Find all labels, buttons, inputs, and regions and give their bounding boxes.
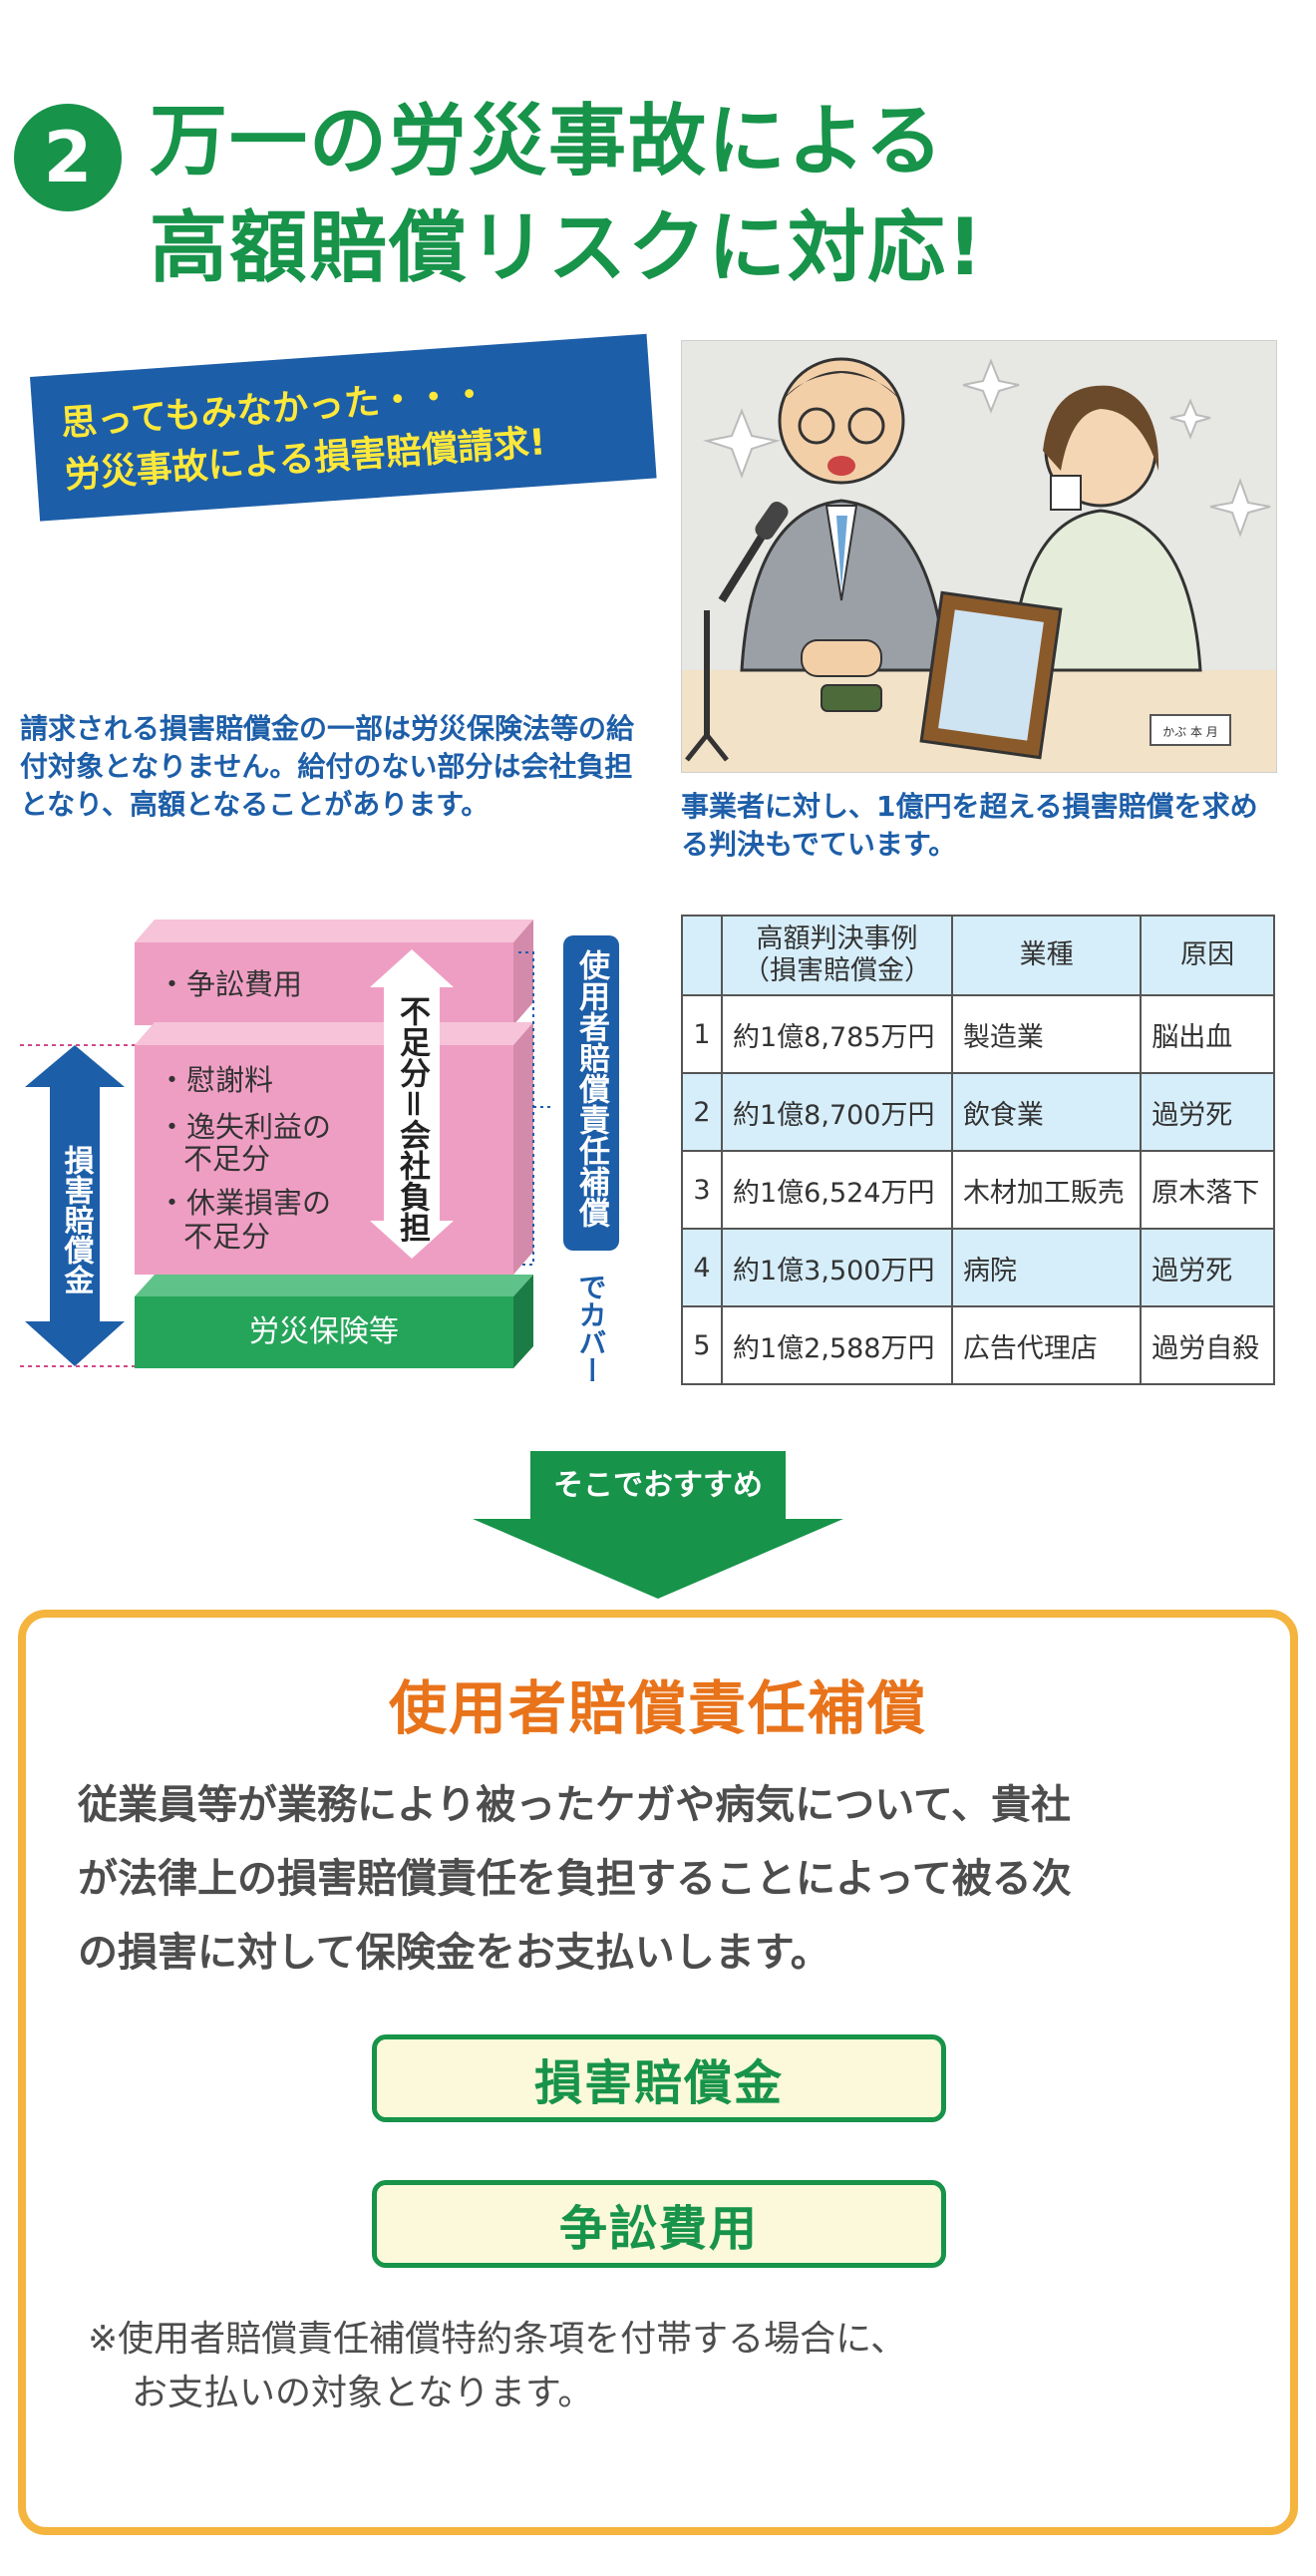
damages-range-arrow: [25, 1045, 125, 1366]
table-header-amount-line2: （損害賠償金）: [742, 955, 931, 986]
coverage-diagram: 損害賠償金 ・争訟費用 ・慰謝料 ・逸失利益の 不足分 ・休業損害の 不足分 不…: [20, 920, 619, 1381]
table-header-row: 高額判決事例 （損害賠償金） 業種 原因: [681, 915, 1275, 996]
table-row: 1 約1億8,785万円 製造業 脳出血: [681, 994, 1275, 1074]
nameplate-text: かぶ 本 月: [1162, 725, 1218, 739]
row-amount: 約1億8,700万円: [721, 1072, 953, 1152]
row-cause: 過労死: [1140, 1072, 1275, 1152]
row-cause: 脳出血: [1140, 994, 1275, 1074]
shortfall-label: 不足分＝会社負担: [394, 995, 431, 1243]
portrait-frame: [919, 590, 1063, 760]
litigation-cost-badge: 争訟費用: [372, 2180, 946, 2268]
row-amount: 約1億3,500万円: [721, 1228, 953, 1307]
row-industry: 病院: [950, 1228, 1143, 1307]
down-arrow-icon: [473, 1451, 843, 1599]
row-cause: 過労自殺: [1140, 1305, 1275, 1385]
footnote-line1: ※使用者賠償責任補償特約条項を付帯する場合に、: [88, 2319, 907, 2360]
description-line2: が法律上の損害賠償責任を負担することによって被る次: [78, 1856, 1072, 1902]
row-number: 2: [681, 1072, 723, 1152]
callout-banner: 思ってもみなかった・・・ 労災事故による損害賠償請求!: [30, 333, 657, 522]
row-industry: 木材加工販売: [950, 1150, 1143, 1230]
recommendation-title: 使用者賠償責任補償: [388, 1674, 927, 1742]
bottom-block-label: 労災保険等: [249, 1314, 399, 1349]
mid-item-3: 不足分: [183, 1142, 270, 1176]
table-header-index: [681, 915, 723, 996]
row-industry: 製造業: [950, 994, 1143, 1074]
microphone-icon: [685, 502, 789, 762]
mid-item-2: ・逸失利益の: [158, 1110, 331, 1144]
row-cause: 原木落下: [1140, 1150, 1275, 1230]
table-row: 4 約1億3,500万円 病院 過労死: [681, 1228, 1275, 1307]
row-cause: 過労死: [1140, 1228, 1275, 1307]
table-header-industry: 業種: [950, 915, 1143, 996]
coverage-pill: [563, 935, 619, 1251]
row-number: 4: [681, 1228, 723, 1307]
damages-coverage-badge: 損害賠償金: [372, 2034, 946, 2122]
row-industry: 飲食業: [950, 1072, 1143, 1152]
coverage-suffix: でカバー: [575, 1273, 608, 1381]
man-in-suit: [740, 357, 948, 677]
description-line3: の損害に対して保険金をお支払いします。: [78, 1930, 830, 1976]
damages-label: 損害賠償金: [59, 1145, 96, 1294]
coverage-label: 使用者賠償責任補償: [573, 949, 611, 1228]
row-amount: 約1億8,785万円: [721, 994, 953, 1074]
wallet-icon: [821, 684, 882, 712]
section-title-line1: 万一の労災事故による: [150, 97, 945, 186]
shortfall-arrow: [370, 949, 454, 1259]
row-amount: 約1億2,588万円: [721, 1305, 953, 1385]
top-block-label: ・争訟費用: [158, 967, 302, 1001]
row-number: 1: [681, 994, 723, 1074]
mid-item-1: ・慰謝料: [158, 1063, 273, 1097]
nameplate: [1150, 714, 1231, 746]
table-row: 3 約1億6,524万円 木材加工販売 原木落下: [681, 1150, 1275, 1230]
row-amount: 約1億6,524万円: [721, 1150, 953, 1230]
mid-item-4: ・休業損害の: [158, 1186, 331, 1220]
description-line1: 従業員等が業務により被ったケガや病気について、貴社: [78, 1782, 1071, 1828]
press-conference-illustration: かぶ 本 月: [681, 340, 1277, 773]
table-row: 2 約1億8,700万円 飲食業 過労死: [681, 1072, 1275, 1152]
judgement-cases-table: 高額判決事例 （損害賠償金） 業種 原因 1 約1億8,785万円 製造業 脳出…: [681, 915, 1275, 1385]
table-row: 5 約1億2,588万円 広告代理店 過労自殺: [681, 1305, 1275, 1385]
row-number: 3: [681, 1150, 723, 1230]
mid-item-5: 不足分: [183, 1220, 270, 1254]
right-explanation: 事業者に対し、1億円を超える損害賠償を求める判決もでています。: [681, 790, 1258, 861]
table-header-amount-line1: 高額判決事例: [756, 923, 918, 954]
recommend-arrow-label: そこでおすすめ: [553, 1468, 763, 1503]
camera-flash-icon: [703, 358, 1271, 538]
row-number: 5: [681, 1305, 723, 1385]
left-explanation: 請求される損害賠償金の一部は労災保険法等の給付対象となりません。給付のない部分は…: [20, 712, 635, 821]
footnote-line2: お支払いの対象となります。: [132, 2373, 594, 2413]
table-header-cause: 原因: [1140, 915, 1275, 996]
row-industry: 広告代理店: [950, 1305, 1143, 1385]
section-title-line2: 高額賠償リスクに対応!: [150, 203, 985, 293]
illustration-svg: かぶ 本 月: [682, 357, 1276, 772]
table-header-amount: 高額判決事例 （損害賠償金）: [721, 915, 953, 996]
section-number-badge: 2: [14, 104, 122, 211]
